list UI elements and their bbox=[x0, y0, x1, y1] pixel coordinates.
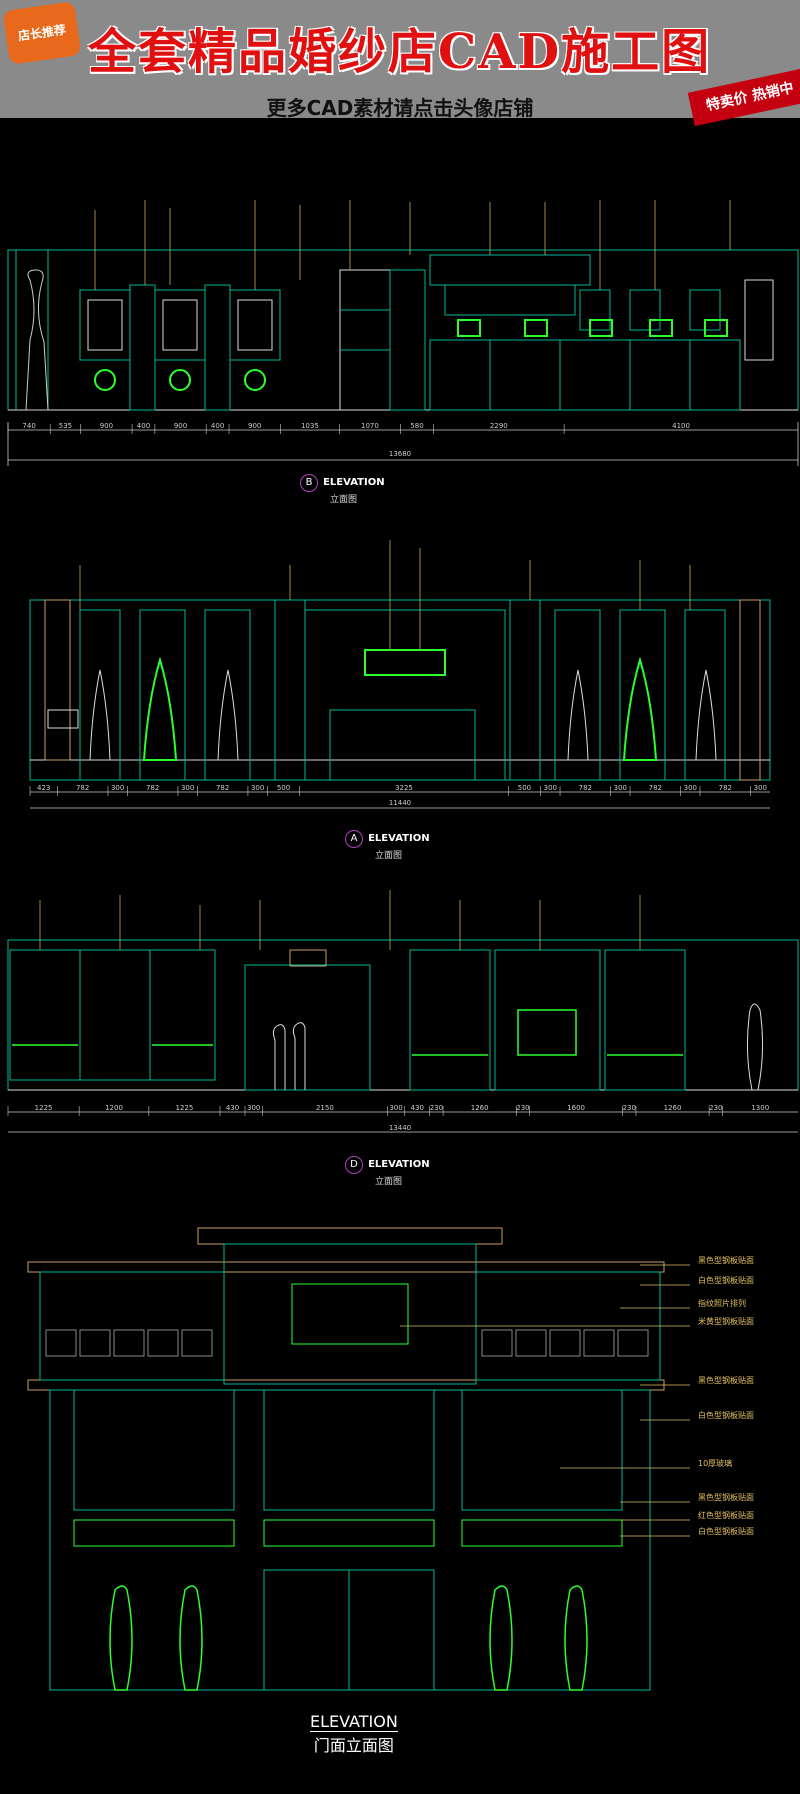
elevation-d-dimension: 1260 bbox=[471, 1104, 489, 1112]
elevation-d-dimension: 300 bbox=[247, 1104, 260, 1112]
elevation-b-dimension: 400 bbox=[211, 422, 224, 430]
elevation-a-label: ELEVATION bbox=[368, 833, 430, 844]
facade-drawing bbox=[27, 1227, 690, 1691]
elevation-d-dimension: 1200 bbox=[105, 1104, 123, 1112]
elevation-b-dimension: 1070 bbox=[361, 422, 379, 430]
elevation-a-dimension: 3225 bbox=[395, 784, 413, 792]
elevation-b-dimension: 535 bbox=[59, 422, 72, 430]
elevation-d-dimension: 430 bbox=[411, 1104, 424, 1112]
elevation-a-dimension: 300 bbox=[684, 784, 697, 792]
elevation-d-marker: D bbox=[345, 1156, 363, 1174]
facade-label: ELEVATION bbox=[310, 1712, 398, 1732]
facade-annotation: 指纹照片排列 bbox=[698, 1299, 746, 1308]
elevation-b-dimension: 900 bbox=[248, 422, 261, 430]
elevation-d-dimension: 1600 bbox=[567, 1104, 585, 1112]
page-subtitle: 更多CAD素材请点击头像店铺 bbox=[266, 96, 534, 120]
elevation-a-dimension: 300 bbox=[544, 784, 557, 792]
elevation-a-sublabel: 立面图 bbox=[375, 851, 403, 861]
facade-annotation: 红色型钢板贴面 bbox=[698, 1511, 754, 1520]
facade-annotation: 黑色型钢板贴面 bbox=[698, 1376, 754, 1385]
elevation-b-dimension: 900 bbox=[100, 422, 113, 430]
elevation-a-dimension: 500 bbox=[518, 784, 531, 792]
elevation-b-caption: B ELEVATION 立面图 bbox=[300, 470, 385, 505]
elevation-d-sublabel: 立面图 bbox=[375, 1177, 403, 1187]
page-title: 全套精品婚纱店CAD施工图 bbox=[88, 24, 712, 80]
facade-annotation: 黑色型钢板贴面 bbox=[698, 1493, 754, 1502]
facade-sublabel: 门面立面图 bbox=[313, 1736, 394, 1755]
elevation-b-dimension: 580 bbox=[410, 422, 423, 430]
elevation-d-label: ELEVATION bbox=[368, 1159, 430, 1170]
elevation-b-drawing: 740 535 900 400 900 400 900 1035 1070 580 2290 4100… bbox=[7, 200, 799, 466]
elevation-a-dimension: 500 bbox=[277, 784, 290, 792]
elevation-b-total: 13680 bbox=[389, 450, 411, 458]
facade-annotation: 黑色型钢板贴面 bbox=[698, 1256, 754, 1265]
recommend-badge: 店长推荐 bbox=[2, 1, 82, 65]
elevation-b-dimension: 740 bbox=[22, 422, 35, 430]
elevation-d-dimension: 2150 bbox=[316, 1104, 334, 1112]
elevation-a-marker: A bbox=[345, 830, 363, 848]
elevation-d-dimension: 230 bbox=[430, 1104, 443, 1112]
elevation-b-dimension: 2290 bbox=[490, 422, 508, 430]
elevation-d-dimension: 1225 bbox=[35, 1104, 53, 1112]
header-banner: 店长推荐 全套精品婚纱店CAD施工图 更多CAD素材请点击头像店铺 特卖价 热销… bbox=[0, 0, 800, 127]
facade-annotation: 白色型钢板贴面 bbox=[698, 1276, 754, 1285]
elevation-a-dimension: 300 bbox=[251, 784, 264, 792]
elevation-a-dimension: 300 bbox=[614, 784, 627, 792]
elevation-d-dimension: 1260 bbox=[664, 1104, 682, 1112]
elevation-b-sublabel: 立面图 bbox=[330, 495, 358, 505]
elevation-d-dimension: 1300 bbox=[751, 1104, 769, 1112]
elevation-a-dimension: 782 bbox=[216, 784, 229, 792]
facade-annotation: 10厚玻璃 bbox=[698, 1459, 733, 1468]
elevation-a-dimension: 423 bbox=[37, 784, 50, 792]
elevation-b-dimension: 900 bbox=[174, 422, 187, 430]
elevation-a-dimension: 782 bbox=[76, 784, 89, 792]
elevation-d-dimension: 430 bbox=[226, 1104, 239, 1112]
facade-annotation: 白色型钢板贴面 bbox=[698, 1411, 754, 1420]
elevation-b-dimension: 4100 bbox=[672, 422, 690, 430]
elevation-d-dimension: 1225 bbox=[176, 1104, 194, 1112]
elevation-d-drawing: 1225 1200 1225 430 300 2150 300 430 230 1260 230 16… bbox=[7, 890, 799, 1133]
elevation-a-dimension: 782 bbox=[579, 784, 592, 792]
elevation-a-dimension: 782 bbox=[719, 784, 732, 792]
facade-annotation: 白色型钢板贴面 bbox=[698, 1527, 754, 1536]
elevation-d-total: 13440 bbox=[389, 1124, 411, 1132]
facade-annotation: 米黄型钢板贴面 bbox=[698, 1317, 754, 1326]
elevation-d-dimension: 230 bbox=[709, 1104, 722, 1112]
elevation-a-drawing: 423 782 300 782 300 782 300 500 3225 500 300 782 300… bbox=[29, 540, 771, 809]
elevation-d-dimension: 230 bbox=[516, 1104, 529, 1112]
elevation-d-caption: D ELEVATION 立面图 bbox=[345, 1152, 430, 1187]
elevation-d-dimension: 300 bbox=[389, 1104, 402, 1112]
elevation-b-label: ELEVATION bbox=[323, 477, 385, 488]
elevation-b-marker: B bbox=[300, 474, 318, 492]
elevation-a-dimension: 782 bbox=[146, 784, 159, 792]
elevation-b-dimension: 400 bbox=[137, 422, 150, 430]
elevation-a-caption: A ELEVATION 立面图 bbox=[345, 826, 430, 861]
elevation-d-dimension: 230 bbox=[623, 1104, 636, 1112]
elevation-a-dimension: 300 bbox=[754, 784, 767, 792]
elevation-b-dimension: 1035 bbox=[301, 422, 319, 430]
elevation-a-total: 11440 bbox=[389, 799, 411, 807]
elevation-a-dimension: 782 bbox=[649, 784, 662, 792]
elevation-a-dimension: 300 bbox=[181, 784, 194, 792]
elevation-a-dimension: 300 bbox=[111, 784, 124, 792]
facade-caption: ELEVATION 门面立面图 bbox=[310, 1712, 398, 1756]
